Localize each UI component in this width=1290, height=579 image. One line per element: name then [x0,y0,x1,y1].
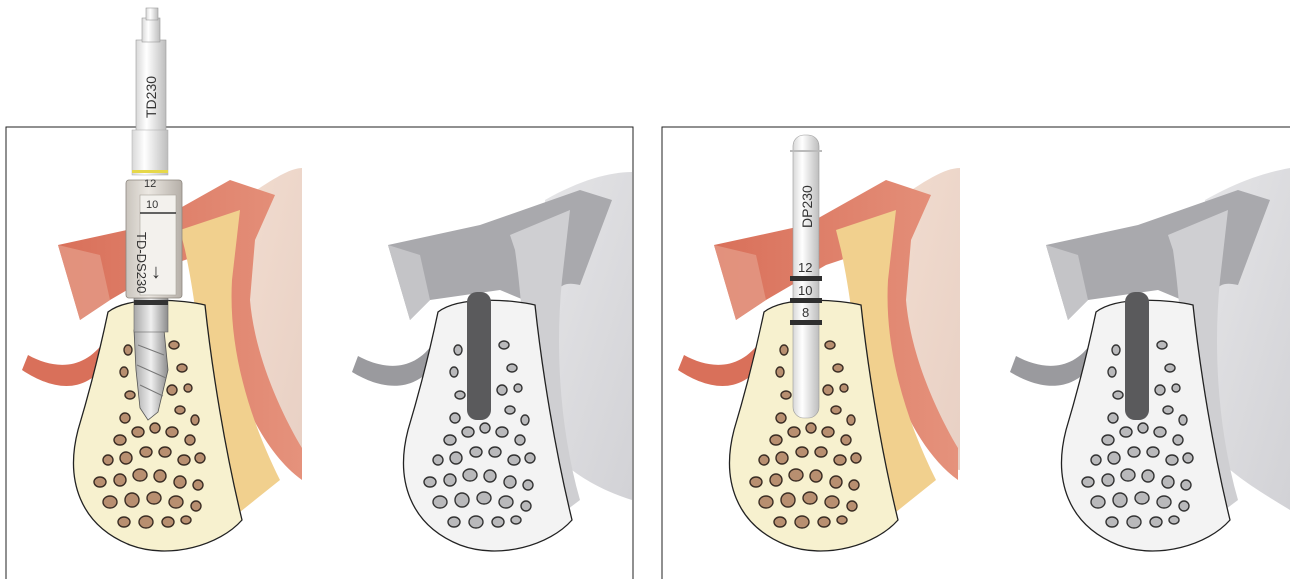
depth-mark-12: 12 [798,260,812,275]
depth-mark-10: 10 [798,283,812,298]
instrument-label-td230: TD230 [143,76,159,118]
sleeve-label-td-ds230: TD-DS230 [134,232,149,293]
depth-mark-12: 12 [144,178,156,190]
direction-arrow: ↓ [151,261,161,283]
depth-mark-10: 10 [146,199,158,211]
instrument-label-dp230: DP230 [799,185,815,228]
depth-mark-8: 8 [802,305,809,320]
anatomy-grey-left [352,172,632,551]
anatomy-grey-right [1010,168,1290,551]
instrument-dp230 [790,135,822,418]
